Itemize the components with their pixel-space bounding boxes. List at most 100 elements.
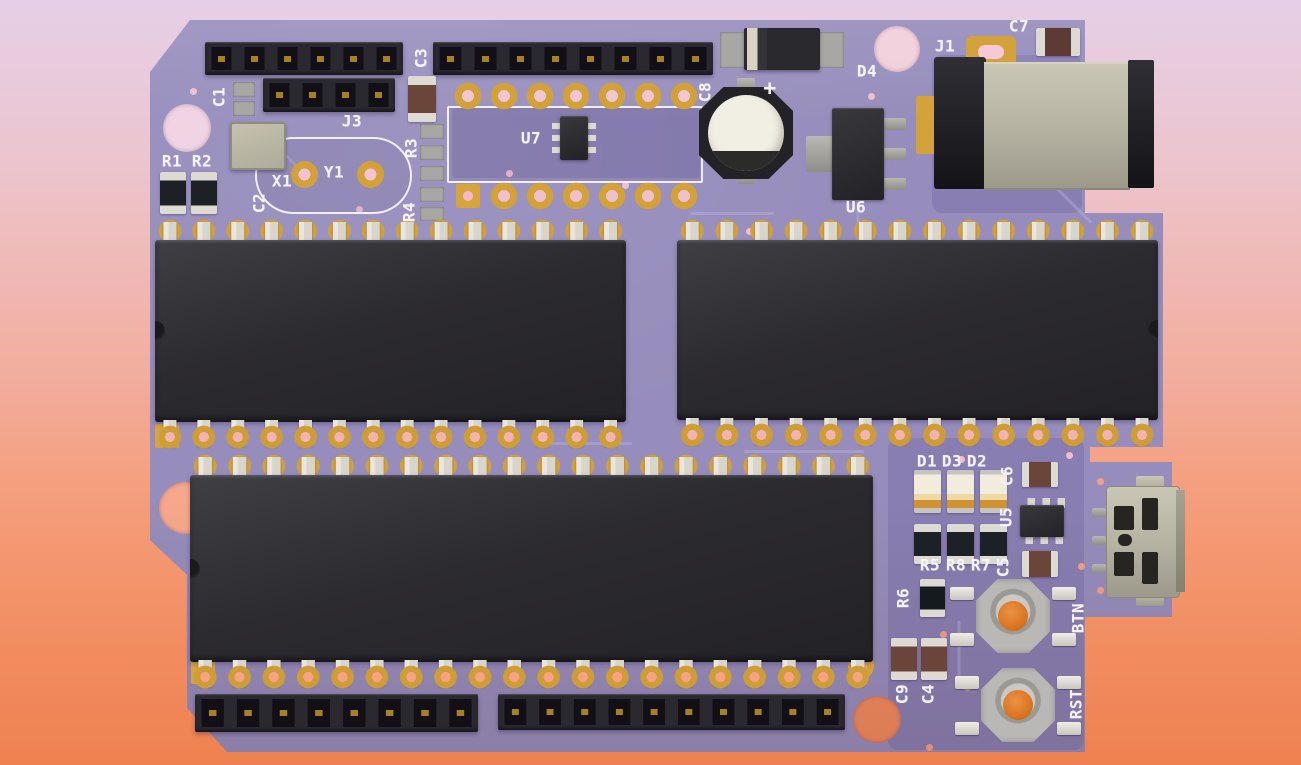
- usb-slot: [1114, 506, 1134, 530]
- silkscreen-u7: U7: [520, 128, 542, 148]
- silkscreen-btn: BTN: [1068, 602, 1088, 634]
- socket-pin1-pad: [456, 184, 480, 208]
- silkscreen-j3: J3: [341, 111, 363, 131]
- switch-leg: [950, 587, 974, 600]
- silkscreen-y1: Y1: [323, 162, 345, 182]
- resistor-r8: [947, 524, 974, 564]
- pad-c1: [233, 82, 255, 97]
- silkscreen-u5: U5: [996, 506, 1016, 528]
- capacitor-c6: [1022, 462, 1058, 487]
- usb-leg: [1092, 536, 1106, 545]
- switch-leg: [955, 676, 979, 689]
- silkscreen-c3: C3: [411, 47, 431, 69]
- silkscreen-u6: U6: [845, 197, 867, 217]
- pad-r3: [420, 145, 444, 160]
- silkscreen-d2: D2: [966, 451, 988, 471]
- socket-pad-row: [486, 181, 702, 211]
- pad-r4: [420, 166, 444, 181]
- via: [940, 631, 947, 638]
- resistor-r7: [980, 524, 1007, 564]
- switch-leg: [955, 722, 979, 735]
- capacitor-c5: [1022, 551, 1058, 577]
- led-d1: [914, 470, 941, 513]
- via: [958, 456, 965, 463]
- pad-r3: [420, 124, 444, 139]
- crystal-pad: [291, 161, 318, 188]
- ic-body: [677, 240, 1158, 420]
- ic-body: [155, 240, 626, 422]
- ic-pad-row: [675, 420, 1160, 450]
- mounting-hole: [874, 26, 920, 72]
- header-bottom-left: [195, 694, 478, 732]
- jack-pad: [916, 96, 936, 154]
- ic-u7: [560, 116, 588, 160]
- switch-leg: [1057, 722, 1081, 735]
- button-btn[interactable]: [948, 577, 1078, 655]
- u6-leg: [880, 118, 906, 130]
- capacitor-c7: [1036, 28, 1080, 56]
- u6-leg: [880, 178, 906, 190]
- barrel-jack-body: [984, 62, 1130, 190]
- ic-large-right: [675, 216, 1160, 450]
- socket-pad-row: [450, 81, 702, 111]
- led-d3: [947, 470, 974, 513]
- resistor-r5: [914, 524, 941, 564]
- u5-legs: [1024, 498, 1066, 508]
- u6-leg: [880, 148, 906, 160]
- usb-center-key: [1118, 534, 1132, 546]
- header-top-right: [433, 42, 713, 75]
- silkscreen-r1: R1: [161, 151, 183, 171]
- regulator-u6: [832, 108, 884, 200]
- via: [1078, 563, 1085, 570]
- silkscreen-r6: R6: [893, 587, 913, 609]
- ic-pad-row: [153, 422, 628, 452]
- via: [1097, 587, 1104, 594]
- pin1-notch-icon: [1148, 320, 1158, 340]
- usb-leg: [1092, 508, 1106, 517]
- ic-body: [190, 475, 873, 662]
- mounting-hole: [853, 696, 901, 743]
- usb-slot: [1114, 552, 1134, 576]
- ic-pad-row: [188, 662, 875, 692]
- silkscreen-r3: R3: [401, 137, 421, 159]
- capacitor-c8-top: [708, 95, 784, 171]
- switch-plunger: [1003, 690, 1033, 720]
- u6-tab: [806, 136, 834, 172]
- switch-leg: [1052, 633, 1076, 646]
- silkscreen-r7: R7: [970, 555, 992, 575]
- jack-slot-hole: [978, 45, 1004, 59]
- pad-r4: [420, 187, 444, 202]
- via: [1097, 478, 1104, 485]
- silkscreen-r8: R8: [945, 555, 967, 575]
- usb-contact: [1142, 552, 1158, 584]
- micro-usb-connector: [1090, 470, 1190, 610]
- pad-c1: [233, 101, 255, 116]
- mounting-hole: [163, 104, 211, 152]
- header-j3: [263, 78, 395, 112]
- silkscreen-r5: R5: [919, 555, 941, 575]
- via: [1066, 452, 1073, 459]
- ic-large-bottom: [188, 451, 875, 692]
- button-rst[interactable]: [953, 666, 1083, 744]
- via: [868, 93, 875, 100]
- led-d2: [980, 470, 1007, 513]
- silkscreen-x1: X1: [271, 171, 293, 191]
- silkscreen-rst: RST: [1066, 688, 1086, 720]
- barrel-jack-rear: [934, 57, 986, 189]
- silkscreen-c9: C9: [892, 683, 912, 705]
- header-top-left: [205, 42, 403, 75]
- capacitor-c3: [408, 76, 436, 122]
- ic-large-left: [153, 216, 628, 452]
- silkscreen-c2: C2: [249, 192, 269, 214]
- resistor-r6: [920, 579, 945, 617]
- trace: [690, 212, 774, 215]
- silkscreen-j1: J1: [934, 36, 956, 56]
- silkscreen-c5: C5: [993, 556, 1013, 578]
- silkscreen-c8-plus: +: [763, 76, 777, 100]
- diode-d4: [744, 28, 820, 70]
- crystal-x1: [230, 122, 286, 170]
- via: [190, 88, 197, 95]
- barrel-jack-front: [1128, 60, 1154, 188]
- ic-u5: [1020, 505, 1064, 537]
